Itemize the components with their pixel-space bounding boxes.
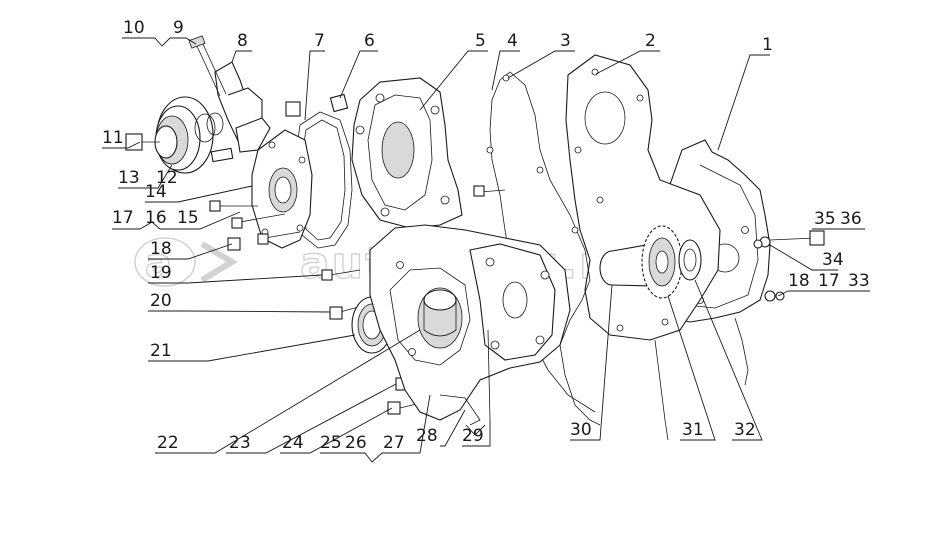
callout-33: 33 bbox=[848, 271, 870, 291]
callout-20: 20 bbox=[150, 291, 172, 311]
callout-29: 29 bbox=[462, 426, 484, 446]
callout-15: 15 bbox=[177, 208, 199, 228]
part-6-sleeve bbox=[329, 93, 349, 113]
callout-16: 16 bbox=[145, 208, 167, 228]
callout-5: 5 bbox=[475, 31, 486, 51]
callout-labels: 1 2 3 4 5 6 7 8 9 10 11 12 13 14 15 16 1… bbox=[102, 18, 870, 453]
callout-2: 2 bbox=[645, 31, 656, 51]
callout-18b: 18 bbox=[788, 271, 810, 291]
callout-21: 21 bbox=[150, 341, 172, 361]
callout-11: 11 bbox=[102, 128, 124, 148]
callout-18: 18 bbox=[150, 239, 172, 259]
part-11-12-pulley bbox=[125, 96, 234, 174]
leader-lines bbox=[102, 37, 870, 463]
callout-30: 30 bbox=[570, 420, 592, 440]
callout-17: 17 bbox=[112, 208, 134, 228]
part-5-timing-housing bbox=[351, 77, 463, 229]
callout-22: 22 bbox=[157, 433, 179, 453]
part-22-front-case bbox=[369, 224, 571, 426]
callout-7: 7 bbox=[314, 31, 325, 51]
callout-4: 4 bbox=[507, 31, 518, 51]
callout-34: 34 bbox=[822, 250, 844, 270]
callout-17b: 17 bbox=[818, 271, 840, 291]
callout-3: 3 bbox=[560, 31, 571, 51]
callout-35: 35 bbox=[814, 209, 836, 229]
callout-19: 19 bbox=[150, 263, 172, 283]
part-32-thrust-washer bbox=[678, 239, 702, 281]
callout-10: 10 bbox=[123, 18, 145, 38]
callout-32: 32 bbox=[734, 420, 756, 440]
svg-text:a: a bbox=[145, 241, 174, 287]
callout-6: 6 bbox=[364, 31, 375, 51]
callout-23: 23 bbox=[229, 433, 251, 453]
callout-12: 12 bbox=[156, 168, 178, 188]
callout-28: 28 bbox=[416, 426, 438, 446]
callout-27: 27 bbox=[383, 433, 405, 453]
part-8-bracket bbox=[188, 35, 271, 153]
callout-26: 26 bbox=[345, 433, 367, 453]
callout-1: 1 bbox=[762, 35, 773, 55]
callout-8: 8 bbox=[237, 31, 248, 51]
callout-13: 13 bbox=[118, 168, 140, 188]
callout-31: 31 bbox=[682, 420, 704, 440]
callout-9: 9 bbox=[173, 18, 184, 38]
callout-24: 24 bbox=[282, 433, 304, 453]
callout-14: 14 bbox=[145, 182, 167, 202]
part-31-idler-gear bbox=[641, 225, 683, 299]
callout-25: 25 bbox=[320, 433, 342, 453]
callout-36: 36 bbox=[840, 209, 862, 229]
part-14-cover-plate bbox=[251, 101, 313, 249]
